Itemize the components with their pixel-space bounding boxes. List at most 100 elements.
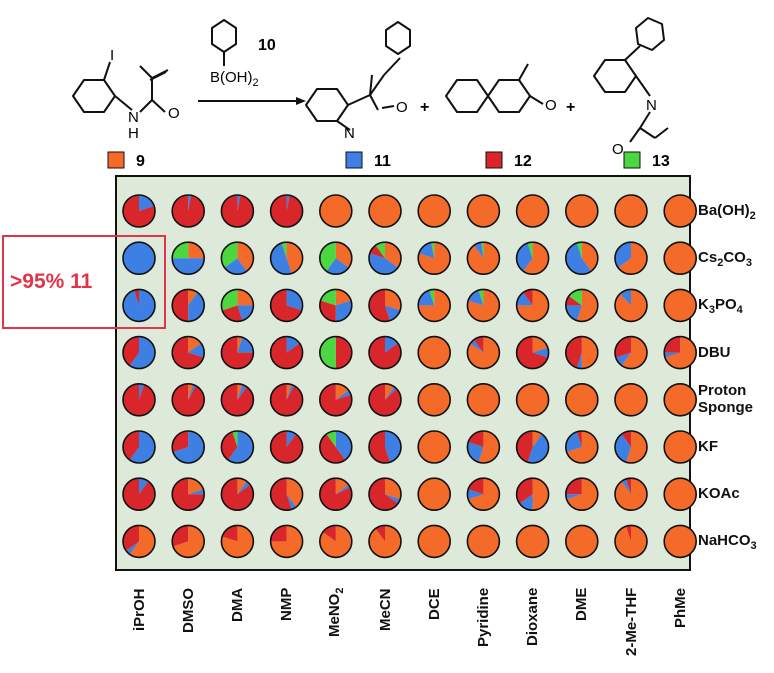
structure-13: [593, 17, 669, 143]
pie-outline: [417, 335, 452, 370]
o-label-12: O: [545, 97, 557, 114]
solvent-label-3: NMP: [278, 587, 296, 621]
pie-slice-12: [319, 478, 352, 511]
legend-swatch-9: [107, 151, 125, 169]
pie-slice-9: [468, 478, 500, 511]
pie-outline: [122, 382, 156, 417]
pie-r1-c11: [663, 241, 698, 276]
pie-outline: [417, 524, 452, 559]
pie-slice-12: [523, 289, 533, 306]
pie-slice-12: [270, 525, 287, 542]
pie-outline: [614, 335, 648, 370]
pie-slice-9: [237, 289, 254, 306]
pie-r5-c4: [318, 430, 353, 464]
pie-r3-c9: [564, 335, 599, 370]
pie-slice-12: [468, 431, 484, 447]
pie-r2-c0: [122, 288, 156, 323]
pie-slice-13: [429, 289, 435, 306]
compound-10-label: 10: [258, 37, 276, 54]
pie-slice-11: [615, 352, 631, 366]
pie-slice-11: [188, 292, 205, 322]
pie-outline: [220, 241, 255, 276]
pie-slice-11: [139, 195, 155, 211]
pie-outline: [564, 524, 599, 559]
legend-swatch-13: [623, 151, 641, 169]
pie-slice-11: [237, 481, 251, 495]
legend-swatch-11: [345, 151, 363, 169]
pie-slice-9: [532, 478, 549, 511]
structure-12: [445, 63, 544, 113]
pie-r5-c10: [614, 430, 648, 464]
pie-slice-11: [385, 494, 401, 504]
pie-slice-9: [188, 478, 204, 495]
pie-outline: [269, 382, 304, 417]
pie-slice-9: [581, 242, 598, 272]
pie-outline: [122, 524, 156, 559]
solvent-label-7: Pyridine: [474, 587, 492, 647]
boronic-group: B(OH)2: [210, 69, 259, 89]
legend-label-13: 13: [652, 153, 670, 170]
pie-slice-12: [270, 431, 303, 463]
pie-slice-13: [221, 289, 238, 311]
highlight-box: [2, 235, 166, 329]
pie-outline: [171, 241, 205, 276]
base-label-6: KOAc: [698, 485, 740, 503]
pie-slice-9: [516, 383, 549, 416]
pie-slice-12: [516, 431, 533, 463]
pie-r4-c11: [663, 382, 698, 417]
pie-slice-9: [129, 525, 155, 558]
pie-slice-12: [565, 336, 582, 368]
pie-slice-9: [532, 336, 548, 353]
pie-slice-11: [237, 384, 247, 400]
pie-outline: [318, 524, 353, 559]
pie-slice-9: [523, 242, 549, 275]
pie-slice-12: [270, 195, 303, 227]
pie-outline: [417, 288, 452, 323]
pie-r4-c5: [368, 382, 402, 417]
pie-slice-11: [126, 541, 139, 555]
pie-slice-9: [615, 383, 647, 416]
pie-slice-12: [122, 195, 155, 227]
pie-r1-c1: [171, 241, 205, 276]
pie-r6-c9: [564, 477, 599, 512]
pie-outline: [122, 194, 156, 228]
pie-slice-11: [467, 489, 484, 500]
pie-outline: [515, 382, 550, 417]
pie-r1-c2: [220, 241, 255, 276]
pie-slice-11: [286, 494, 297, 510]
pie-slice-9: [467, 525, 500, 558]
pie-slice-11: [335, 431, 352, 460]
pie-slice-13: [320, 289, 336, 306]
pie-r2-c11: [663, 288, 698, 323]
pie-outline: [564, 335, 599, 370]
pie-slice-11: [188, 343, 205, 358]
pie-outline: [466, 382, 501, 417]
pie-slice-9: [664, 525, 697, 558]
pie-slice-9: [319, 195, 352, 227]
pie-slice-12: [319, 434, 346, 463]
pie-outline: [368, 382, 402, 417]
pie-slice-11: [129, 336, 155, 369]
pie-outline: [318, 288, 353, 323]
pie-r7-c5: [368, 524, 402, 559]
pie-outline: [663, 430, 698, 464]
pie-outline: [368, 335, 402, 370]
pie-outline: [122, 288, 156, 323]
pie-slice-12: [122, 383, 155, 416]
pie-outline: [417, 241, 452, 276]
pie-slice-9: [418, 478, 451, 511]
pie-outline: [564, 194, 599, 228]
o-label-11: O: [396, 99, 408, 116]
pie-slice-13: [319, 242, 336, 272]
pie-slice-9: [237, 336, 243, 353]
pie-slice-12: [468, 478, 484, 495]
pie-slice-12: [122, 336, 139, 366]
base-label-3: DBU: [698, 343, 731, 361]
pie-r2-c1: [171, 288, 205, 323]
highlight-text: >95% 11: [10, 270, 93, 293]
pie-r3-c10: [614, 335, 648, 370]
pie-outline: [663, 477, 698, 512]
pie-slice-13: [326, 431, 336, 447]
pie-outline: [318, 430, 353, 464]
